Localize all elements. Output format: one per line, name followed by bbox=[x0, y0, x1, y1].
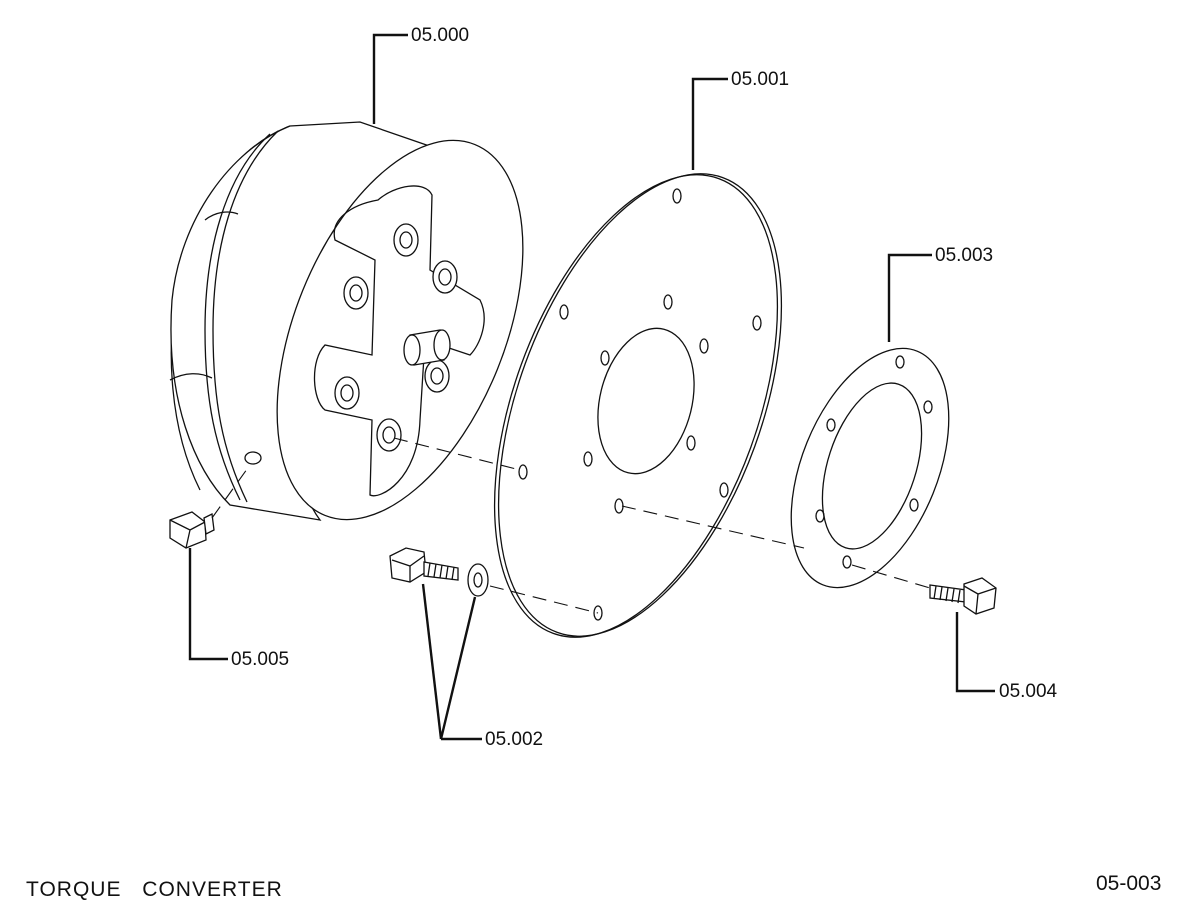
diagram-title: TORQUE CONVERTER bbox=[26, 878, 283, 901]
drain-plug-drawing bbox=[169, 464, 251, 549]
leader-lines bbox=[188, 33, 995, 741]
bolt-and-washer-drawing bbox=[389, 437, 599, 614]
torque-converter-drawing bbox=[169, 121, 524, 521]
part-label-drain-plug: 05.005 bbox=[231, 649, 290, 670]
part-label-bolt-and-washer: 05.002 bbox=[485, 729, 544, 750]
ring-bolt-drawing bbox=[929, 577, 997, 615]
part-label-ring-bolt: 05.004 bbox=[999, 681, 1058, 702]
part-label-reinforcement-ring: 05.003 bbox=[935, 245, 994, 266]
part-label-torque-converter: 05.000 bbox=[411, 25, 470, 46]
reinforcement-ring-drawing bbox=[621, 347, 950, 589]
part-label-flex-plate: 05.001 bbox=[731, 69, 790, 90]
flex-plate-drawing bbox=[493, 173, 783, 638]
sheet-number: 05-003 bbox=[1096, 872, 1162, 895]
